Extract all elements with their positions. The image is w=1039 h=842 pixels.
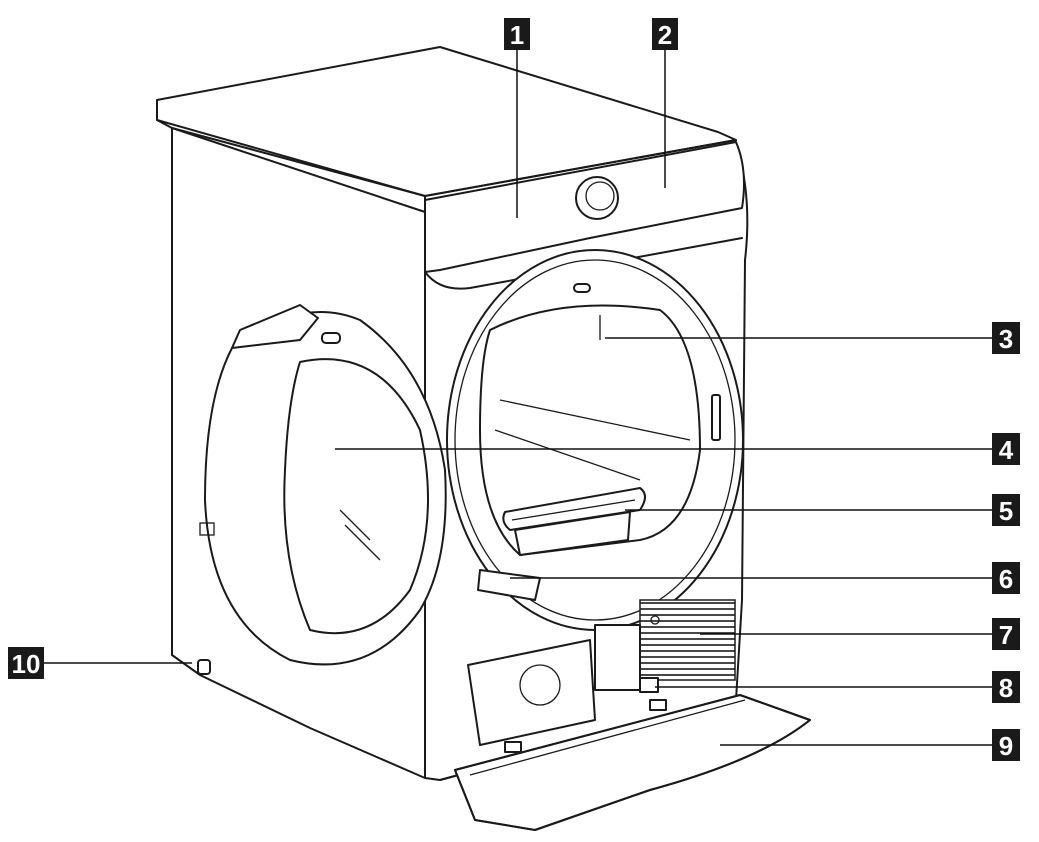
callout-7: 7 <box>992 618 1020 650</box>
cooling-vents <box>639 599 736 681</box>
callout-8-label: 8 <box>999 673 1013 703</box>
callout-3-label: 3 <box>999 324 1013 354</box>
callout-2-label: 2 <box>658 20 672 50</box>
callout-10-label: 10 <box>12 649 41 679</box>
callout-4: 4 <box>992 433 1020 465</box>
callout-2: 2 <box>652 18 678 50</box>
callout-10: 10 <box>8 647 44 679</box>
callout-5: 5 <box>992 494 1020 526</box>
program-knob <box>575 176 619 220</box>
door-opening <box>446 249 744 631</box>
callout-9: 9 <box>992 729 1020 761</box>
lower-section <box>439 599 811 831</box>
callout-4-label: 4 <box>999 435 1014 465</box>
callout-9-label: 9 <box>999 731 1013 761</box>
foot <box>197 659 211 675</box>
callout-8: 8 <box>992 671 1020 703</box>
locking-lever <box>639 677 659 693</box>
callout-6-label: 6 <box>999 564 1013 594</box>
fluff-filter <box>502 487 646 556</box>
open-door <box>199 304 447 666</box>
callout-6: 6 <box>992 562 1020 594</box>
leader-lines <box>44 50 992 746</box>
callout-5-label: 5 <box>999 496 1013 526</box>
callout-3: 3 <box>992 322 1020 354</box>
callout-7-label: 7 <box>999 620 1013 650</box>
condenser-cover <box>467 639 596 746</box>
callout-1: 1 <box>504 18 530 50</box>
callout-1-label: 1 <box>510 20 524 50</box>
